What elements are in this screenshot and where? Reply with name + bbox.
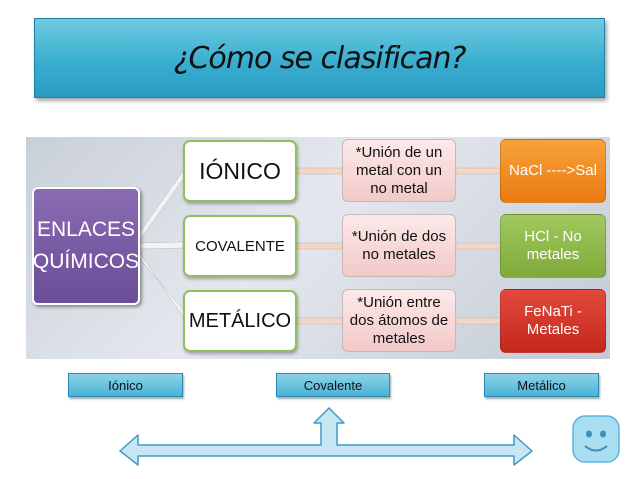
type-node-metalico: METÁLICO bbox=[183, 290, 297, 352]
example-line: NaCl ---->Sal bbox=[509, 162, 597, 179]
description-line: metal con un bbox=[356, 161, 442, 179]
connector-ionico-desc bbox=[296, 167, 343, 175]
tab-label: Metálico bbox=[517, 377, 566, 393]
description-line: metales bbox=[372, 329, 426, 347]
description-line: *Unión de dos bbox=[351, 227, 447, 245]
description-line: no metal bbox=[370, 179, 428, 197]
example-node-fenati: FeNaTi - Metales bbox=[500, 289, 606, 353]
tab-metalico[interactable]: Metálico bbox=[484, 373, 599, 397]
example-line: Metales bbox=[526, 321, 580, 338]
description-node-covalente: *Unión de dos no metales bbox=[342, 214, 456, 277]
description-node-ionico: *Unión de un metal con un no metal bbox=[342, 139, 456, 202]
type-node-covalente: COVALENTE bbox=[183, 215, 297, 277]
description-node-metalico: *Unión entre dos átomos de metales bbox=[342, 289, 456, 352]
connector-root-ionico bbox=[139, 170, 187, 241]
title-banner: ¿Cómo se clasifican? bbox=[34, 18, 605, 98]
description-line: *Unión de un bbox=[355, 143, 443, 161]
diagram-connectors bbox=[139, 167, 501, 325]
root-line-2: QUÍMICOS bbox=[32, 250, 140, 273]
three-way-arrow-icon bbox=[119, 407, 533, 466]
type-label: COVALENTE bbox=[195, 237, 285, 255]
connector-root-covalente bbox=[139, 241, 184, 250]
tab-label: Covalente bbox=[303, 377, 363, 393]
example-line: FeNaTi - bbox=[524, 303, 582, 320]
connector-desc-ex-1 bbox=[455, 167, 501, 175]
example-node-nacl: NaCl ---->Sal bbox=[500, 139, 606, 203]
description-line: dos átomos de bbox=[349, 311, 449, 329]
tab-covalente[interactable]: Covalente bbox=[276, 373, 390, 397]
root-line-1: ENLACES bbox=[36, 218, 136, 241]
connector-covalente-desc bbox=[296, 242, 343, 250]
description-line: *Unión entre bbox=[357, 293, 441, 311]
tab-ionico[interactable]: Iónico bbox=[68, 373, 183, 397]
type-label: METÁLICO bbox=[188, 309, 292, 332]
type-node-ionico: IÓNICO bbox=[183, 140, 297, 202]
connector-desc-ex-2 bbox=[455, 242, 501, 250]
tab-label: Iónico bbox=[108, 377, 143, 393]
connector-root-metalico bbox=[139, 252, 187, 318]
smiley-face-icon[interactable] bbox=[572, 415, 622, 465]
type-label: IÓNICO bbox=[199, 157, 281, 184]
connector-metalico-desc bbox=[296, 317, 343, 325]
slide-title: ¿Cómo se clasifican? bbox=[173, 40, 467, 76]
root-node-enlaces-quimicos: ENLACES QUÍMICOS bbox=[32, 187, 140, 305]
description-line: no metales bbox=[362, 245, 436, 263]
example-node-hcl: HCl - No metales bbox=[500, 214, 606, 278]
bond-classification-diagram: ENLACES QUÍMICOS IÓNICO COVALENTE METÁLI… bbox=[26, 137, 610, 359]
example-line: metales bbox=[526, 246, 580, 263]
example-line: HCl - No bbox=[524, 228, 582, 245]
connector-desc-ex-3 bbox=[455, 317, 501, 325]
